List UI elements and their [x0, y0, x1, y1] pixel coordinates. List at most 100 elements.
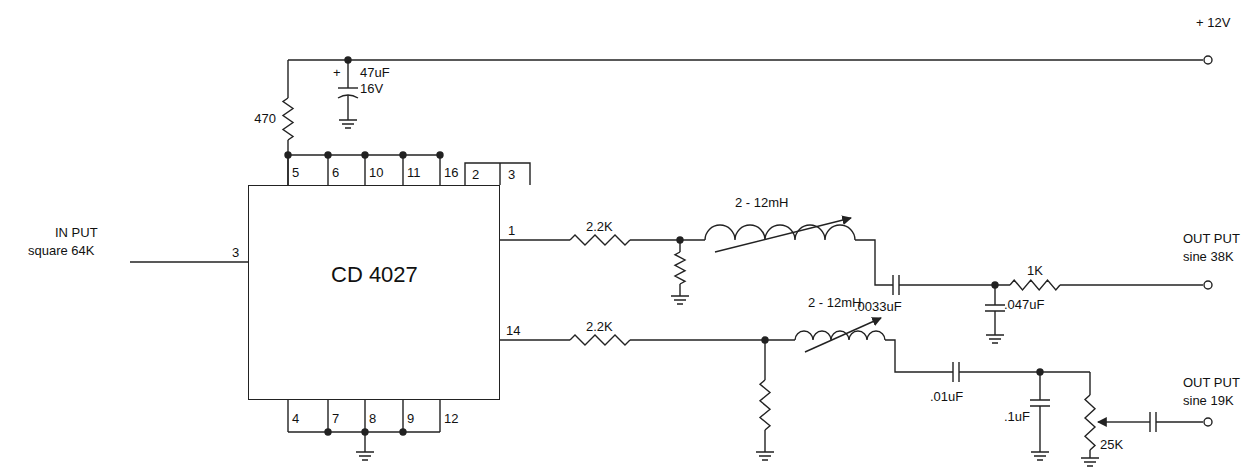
inductor-coil [705, 225, 855, 240]
wire [855, 240, 893, 285]
wire [130, 261, 248, 262]
terminal [1204, 418, 1212, 426]
terminal-label: sine 38K [1183, 250, 1234, 263]
wire [364, 400, 365, 432]
terminal-label: OUT PUT [1183, 232, 1240, 245]
component-value: .1uF [1004, 410, 1030, 423]
ground-symbol [671, 296, 689, 304]
component-value: 2 - 12mH [808, 296, 861, 309]
wire [1089, 450, 1090, 458]
resistor-symbol [675, 252, 685, 284]
ground-symbol [986, 335, 1004, 343]
wire [327, 400, 328, 432]
wiper-arrow [1098, 421, 1130, 422]
wire [679, 240, 680, 252]
supply-label: + 12V [1196, 16, 1230, 29]
wire [287, 60, 288, 98]
component-value: .047uF [1004, 298, 1044, 311]
pin-number: 10 [369, 166, 383, 179]
wire [500, 239, 570, 240]
terminal-label: square 64K [28, 244, 95, 257]
wire [1060, 284, 1203, 285]
wire [439, 400, 440, 432]
terminal [1204, 56, 1212, 64]
component-value: 2.2K [586, 220, 613, 233]
wire [465, 163, 530, 185]
ground-symbol [339, 120, 357, 128]
wire [994, 311, 995, 335]
pin-number: 4 [292, 412, 299, 425]
pin-number: 14 [506, 324, 520, 337]
component-value: 25K [1100, 438, 1123, 451]
resistor-symbol [570, 335, 630, 345]
junction-dot [325, 429, 331, 435]
wire [630, 339, 795, 340]
ground-symbol [1031, 452, 1049, 460]
resistor-symbol [283, 98, 293, 140]
polarity-mark: + [333, 66, 341, 79]
pin-number: 8 [369, 412, 376, 425]
wire [364, 155, 365, 185]
resistor-symbol [570, 235, 630, 245]
wire [679, 284, 680, 296]
pin-number: 2 [472, 168, 479, 181]
component-value: 16V [360, 82, 383, 95]
wire [630, 239, 705, 240]
wire [439, 155, 440, 185]
ground-symbol [356, 452, 374, 460]
wire [994, 285, 995, 305]
ground-symbol [756, 452, 774, 460]
chip-name: CD 4027 [331, 264, 418, 286]
capacitor-symbol [1150, 412, 1156, 432]
adjust-arrow [805, 318, 881, 352]
component-value: 470 [254, 112, 276, 125]
wire-group [130, 56, 1212, 466]
capacitor-symbol [985, 305, 1005, 311]
resistor-symbol [760, 380, 770, 430]
component-value: 1K [1027, 264, 1043, 277]
wire [500, 339, 570, 340]
pin-number: 11 [407, 166, 421, 179]
wire [287, 155, 288, 185]
component-value: 2.2K [586, 320, 613, 333]
adjust-arrow [715, 218, 851, 252]
wire [347, 95, 348, 120]
wire [402, 155, 403, 185]
pin-number: 5 [292, 166, 299, 179]
pin-number: 16 [444, 166, 458, 179]
capacitor-symbol [1030, 400, 1050, 406]
capacitor-symbol [893, 275, 899, 295]
wire [327, 155, 328, 185]
resistor-symbol [1010, 280, 1060, 290]
pin-number: 3 [232, 246, 239, 259]
wire [287, 140, 288, 185]
pin-number: 1 [508, 224, 515, 237]
inductor-coil [795, 331, 885, 340]
wire [885, 340, 953, 372]
resistor-symbol [1085, 395, 1095, 450]
wire [764, 430, 765, 452]
wire [499, 163, 500, 185]
junction-dot [437, 152, 443, 158]
component-value: 2 - 12mH [735, 196, 788, 209]
pin-number: 7 [332, 412, 339, 425]
capacitor-symbol [338, 87, 358, 88]
pin-number: 12 [444, 412, 458, 425]
terminal-label: sine 19K [1183, 394, 1234, 407]
wire [402, 400, 403, 432]
ground-symbol [1081, 458, 1099, 466]
junction-dot [400, 429, 406, 435]
wire [1039, 372, 1040, 400]
component-value: .01uF [930, 390, 963, 403]
wire [347, 60, 348, 88]
pin-number: 3 [508, 168, 515, 181]
wire [1156, 421, 1203, 422]
pin-number: 9 [407, 412, 414, 425]
terminal-label: IN PUT [55, 226, 98, 239]
wire [364, 432, 365, 452]
terminal-label: OUT PUT [1183, 376, 1240, 389]
junction-dot [362, 152, 368, 158]
